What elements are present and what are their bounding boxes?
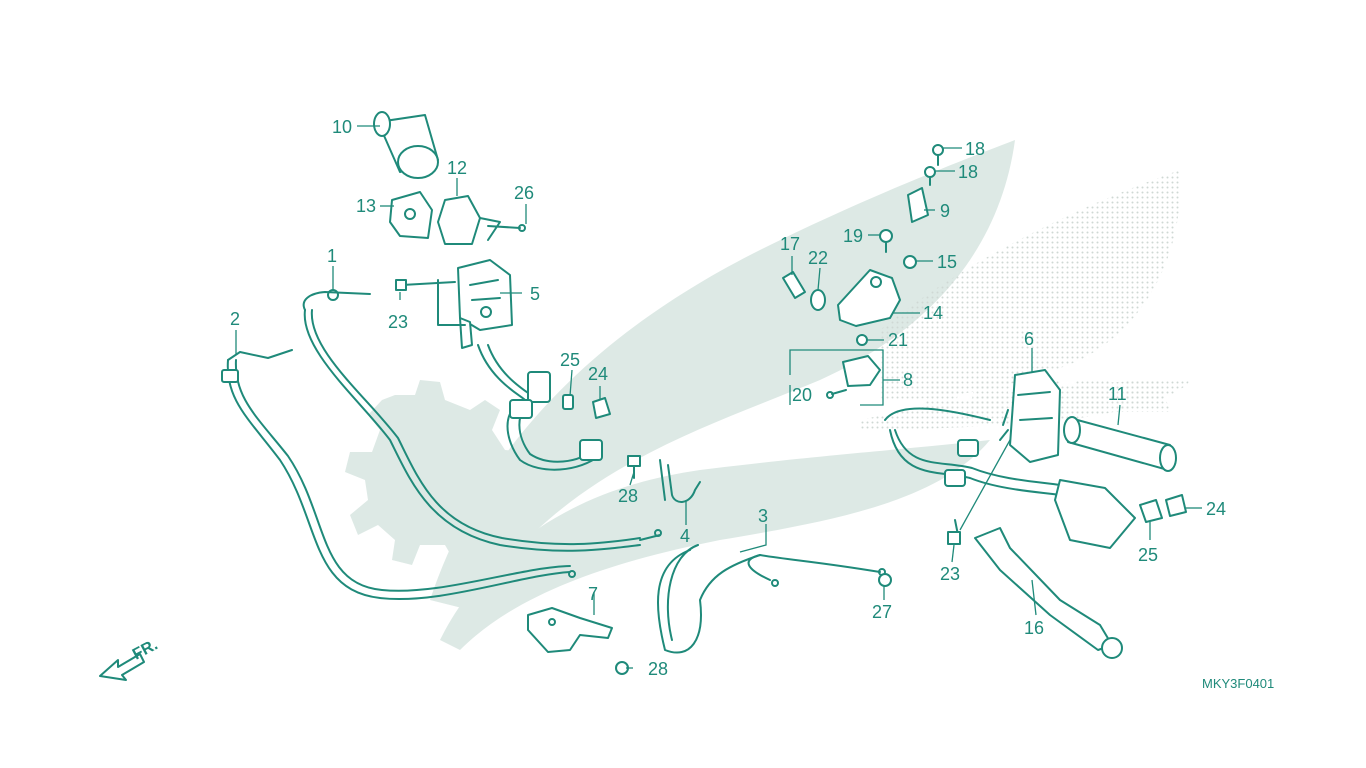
callout-19: 19 [843, 226, 863, 246]
throttle-housing-lower [437, 195, 501, 245]
drawing-code: MKY3F0401 [1202, 676, 1274, 691]
right-grip-11 [1063, 416, 1177, 472]
screw-26 [487, 224, 526, 232]
callout-16: 16 [1024, 618, 1044, 638]
callout-17: 17 [780, 234, 800, 254]
cable-tie-25-left [562, 394, 574, 410]
callout-12: 12 [447, 158, 467, 178]
throttle-housing-upper [389, 191, 433, 239]
front-arrow-icon [99, 653, 145, 681]
wire-clip-4 [659, 459, 701, 503]
bolt-28-upper [627, 455, 641, 479]
callout-7: 7 [588, 584, 598, 604]
callout-3: 3 [758, 506, 768, 526]
brake-switch-9 [907, 187, 929, 223]
callout-18-a: 18 [965, 139, 985, 159]
callout-28-upper: 28 [618, 486, 638, 506]
pivot-bolt-17 [782, 271, 806, 299]
callout-15: 15 [937, 252, 957, 272]
callout-27: 27 [872, 602, 892, 622]
screw-23-right [947, 519, 961, 545]
callout-24-right: 24 [1206, 499, 1226, 519]
right-handlebar-switch [999, 369, 1061, 463]
callout-4: 4 [680, 526, 690, 546]
callout-25-right: 25 [1138, 545, 1158, 565]
callout-24-left: 24 [588, 364, 608, 384]
bolt-15 [903, 255, 917, 269]
clutch-lever-16 [974, 527, 1123, 659]
callout-9: 9 [940, 201, 950, 221]
honda-wing-watermark [345, 140, 1190, 650]
callouts: 10 12 13 26 1 2 5 23 25 24 28 4 3 7 28 2… [230, 117, 1226, 679]
band-24-left [592, 397, 611, 419]
group-bracket-8 [789, 349, 884, 406]
callout-11: 11 [1108, 384, 1127, 404]
cable-tie-25-right [1139, 499, 1163, 523]
callout-25-left: 25 [560, 350, 580, 370]
callout-10: 10 [332, 117, 352, 137]
throttle-cable-b [221, 349, 576, 600]
screw-18-b [924, 166, 936, 186]
screw-18-a [932, 144, 944, 166]
washer-22 [810, 289, 826, 311]
front-direction-indicator: FR. [99, 636, 161, 681]
callout-22: 22 [808, 248, 828, 268]
leader-lines [235, 125, 1202, 669]
right-switch-harness [884, 407, 1136, 549]
throttle-grip [373, 111, 439, 179]
callout-23-left: 23 [388, 312, 408, 332]
callout-13: 13 [356, 196, 376, 216]
screw-20 [826, 389, 847, 399]
clutch-switch-8 [842, 355, 881, 387]
callout-26: 26 [514, 183, 534, 203]
callout-8: 8 [903, 370, 913, 390]
callout-18-b: 18 [958, 162, 978, 182]
throttle-cable-a [302, 289, 662, 552]
bolt-19 [879, 229, 893, 253]
left-switch-harness [477, 344, 603, 471]
callout-1: 1 [327, 246, 337, 266]
callout-21: 21 [888, 330, 908, 350]
band-24-right [1165, 494, 1187, 517]
callout-23-right: 23 [940, 564, 960, 584]
lever-bracket-14 [837, 269, 901, 327]
nut-21 [856, 334, 868, 346]
nut-27 [878, 573, 892, 587]
callout-2: 2 [230, 309, 240, 329]
callout-20: 20 [792, 385, 812, 405]
callout-6: 6 [1024, 329, 1034, 349]
callout-5: 5 [530, 284, 540, 304]
clutch-cable-3 [656, 544, 886, 654]
bracket-7 [527, 607, 613, 653]
callout-28-lower: 28 [648, 659, 668, 679]
callout-14: 14 [923, 303, 943, 323]
left-handlebar-switch [437, 259, 513, 349]
screw-23-left [395, 279, 456, 291]
